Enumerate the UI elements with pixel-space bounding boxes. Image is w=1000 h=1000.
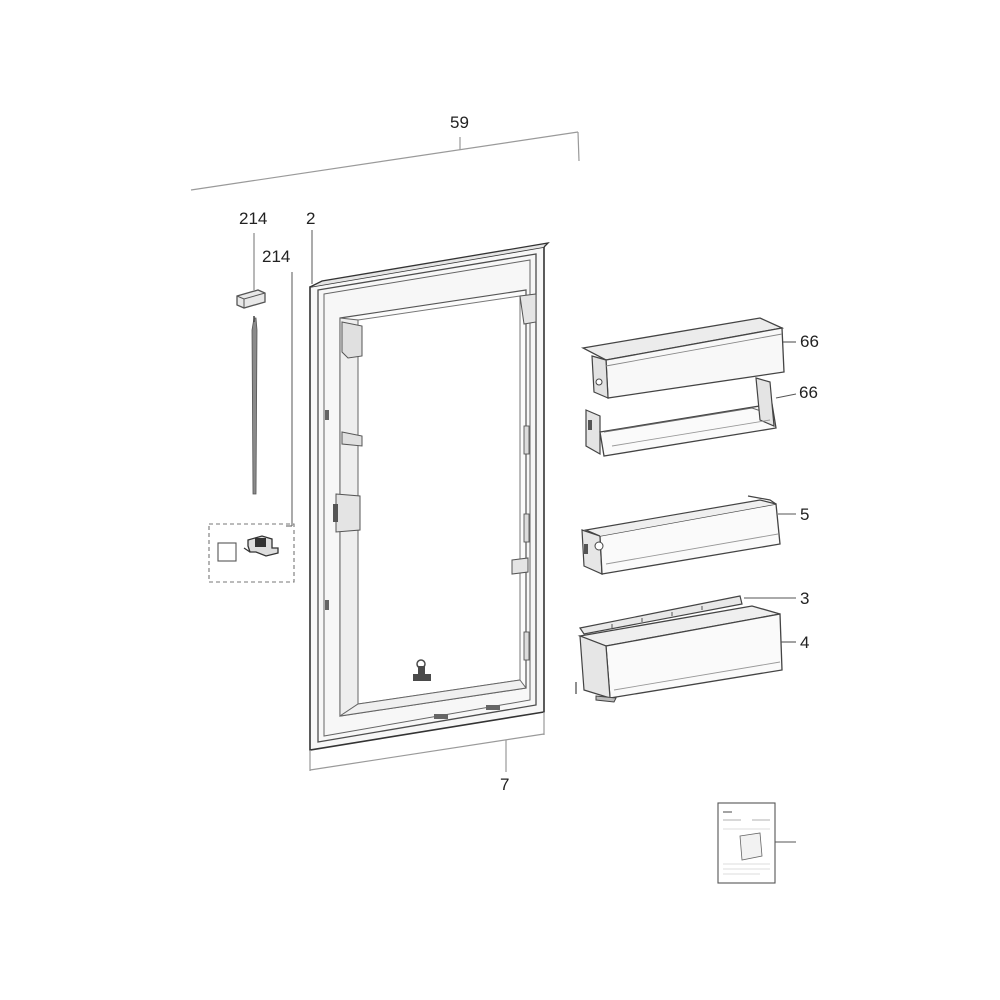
callout-214-sensor: 214 [262,247,291,266]
shelf-tray [585,377,777,457]
callout-66-tray: 66 [799,383,818,402]
callout-2: 2 [306,209,316,228]
leader-59 [190,131,580,191]
leader-214b [286,272,293,527]
manual-booklet-icon [717,802,776,884]
sensor-kit-icon [208,523,295,583]
callout-214-clip: 214 [239,209,268,228]
leader-66b [775,393,797,399]
callout-4: 4 [800,633,810,652]
callout-5: 5 [800,505,810,524]
temperature-probe-icon [251,316,258,495]
callout-3: 3 [800,589,810,608]
door-shelf [581,495,781,575]
leader-7 [309,712,545,772]
door-frame [309,242,550,751]
callout-59: 59 [450,113,469,132]
callout-7: 7 [500,775,510,794]
callout-66-lid: 66 [800,332,819,351]
shelf-lid [580,317,785,399]
bottle-shelf [575,605,783,703]
shelf-strip [579,595,743,635]
clip-icon [236,233,266,309]
